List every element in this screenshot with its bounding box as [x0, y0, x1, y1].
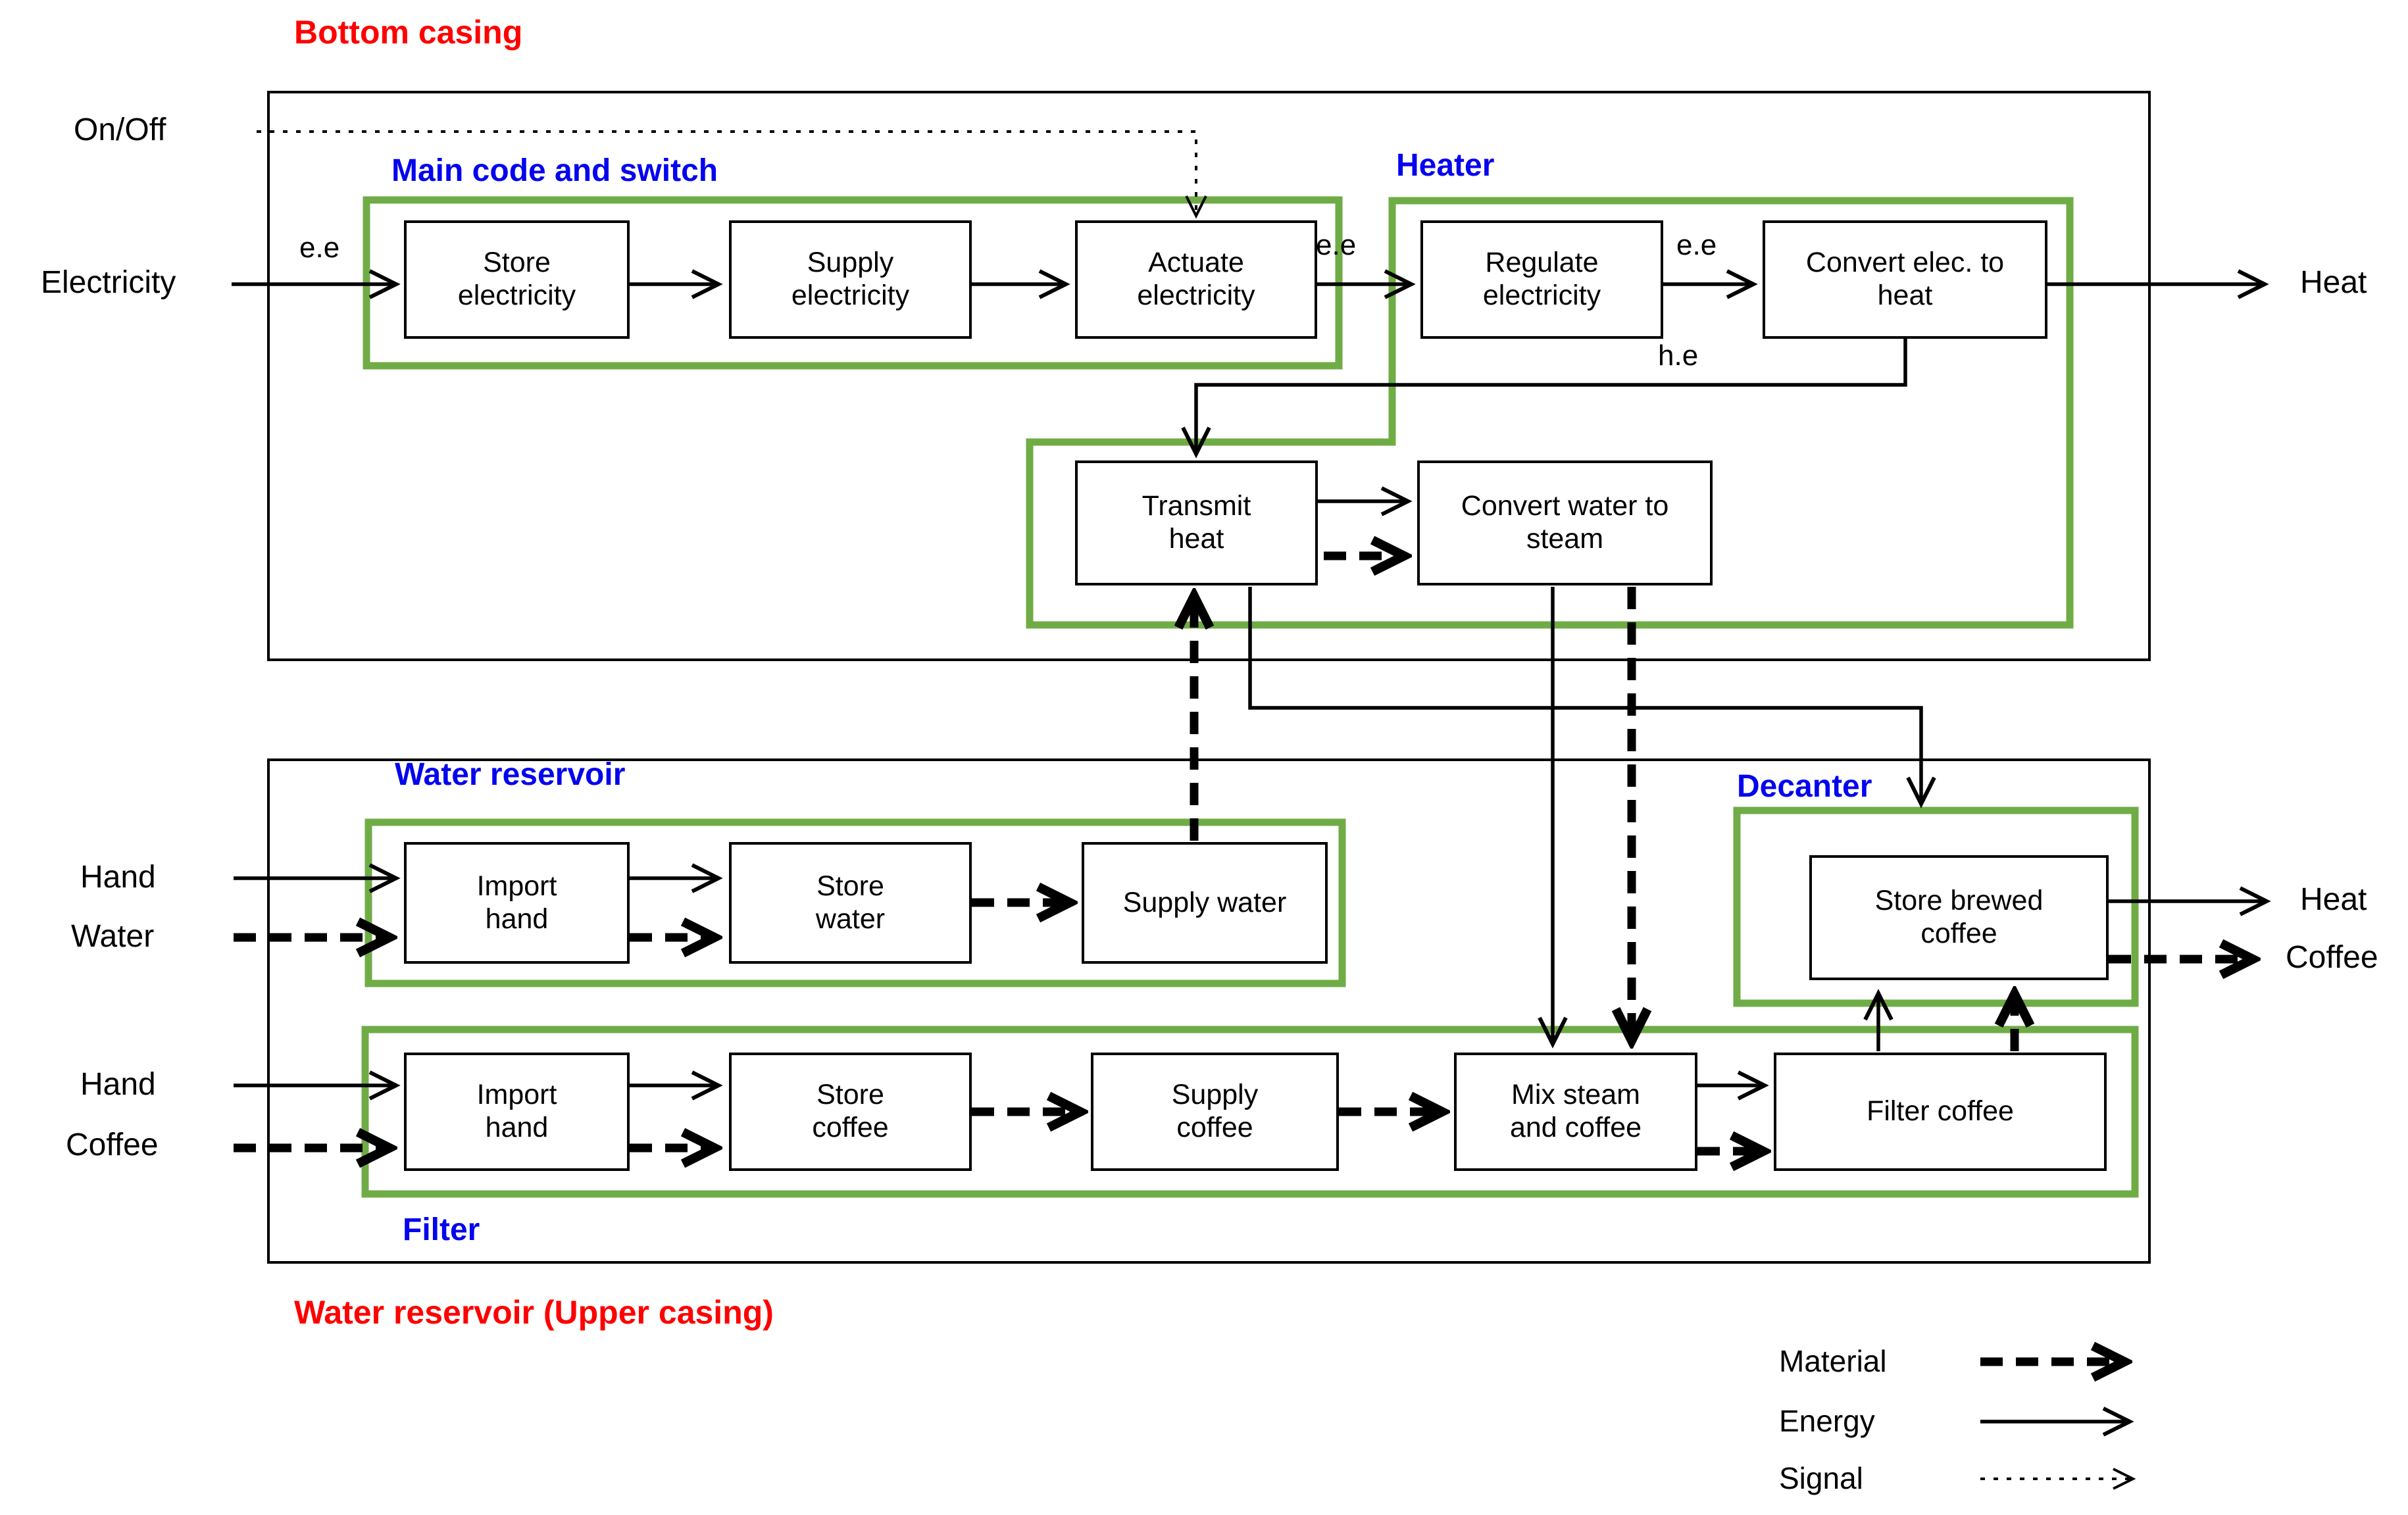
block-store-water: Store water: [729, 842, 972, 964]
block-label: Store brewed coffee: [1874, 885, 2044, 949]
block-label: Transmit heat: [1141, 490, 1251, 555]
bottom-casing-label: Bottom casing: [294, 14, 523, 51]
block-label: Import hand: [476, 1079, 557, 1143]
group-label-decanter: Decanter: [1737, 769, 1872, 804]
input-label-hand-coffee: Hand: [80, 1067, 156, 1102]
flow-label-ee-input: e.e: [299, 232, 340, 264]
block-label: Import hand: [476, 870, 557, 935]
output-label-heat-top: Heat: [2300, 265, 2367, 300]
block-convert-water-to-steam: Convert water to steam: [1417, 460, 1713, 585]
block-supply-water: Supply water: [1082, 842, 1328, 964]
group-label-main-code: Main code and switch: [391, 153, 718, 188]
input-label-electricity: Electricity: [41, 265, 176, 300]
block-actuate-electricity: Actuate electricity: [1075, 220, 1317, 339]
block-label: Actuate electricity: [1137, 247, 1255, 311]
output-label-coffee: Coffee: [2286, 940, 2378, 975]
group-label-filter: Filter: [403, 1212, 480, 1247]
energy-transmit-to-decanter: [1248, 587, 1936, 808]
legend-label-material: Material: [1779, 1344, 1887, 1378]
input-label-coffee: Coffee: [66, 1128, 159, 1162]
legend-label-signal: Signal: [1779, 1461, 1863, 1495]
block-filter-coffee: Filter coffee: [1774, 1053, 2107, 1171]
block-label: Filter coffee: [1867, 1095, 2014, 1128]
upper-casing-label: Water reservoir (Upper casing): [294, 1294, 774, 1331]
legend-label-energy: Energy: [1779, 1404, 1875, 1438]
energy-he-to-transmit: [1181, 339, 1907, 459]
block-store-electricity: Store electricity: [404, 220, 630, 339]
block-supply-electricity: Supply electricity: [729, 220, 972, 339]
input-label-hand-water: Hand: [80, 860, 156, 895]
block-import-hand-water: Import hand: [404, 842, 630, 964]
block-label: Store water: [815, 870, 886, 935]
block-store-brewed-coffee: Store brewed coffee: [1809, 855, 2109, 980]
block-label: Supply water: [1122, 886, 1287, 918]
group-box-filter: [361, 1026, 2139, 1198]
output-label-heat-decanter: Heat: [2300, 882, 2367, 917]
block-label: Supply coffee: [1171, 1079, 1259, 1143]
group-outlines: [361, 196, 2139, 1198]
energy-lines: [232, 269, 2271, 1437]
block-label: Store electricity: [457, 247, 576, 311]
block-label: Convert water to steam: [1461, 490, 1669, 555]
block-label: Supply electricity: [791, 247, 910, 311]
group-box-water-reservoir: [364, 818, 1346, 987]
flow-label-ee-actuate: e.e: [1316, 229, 1357, 261]
block-store-coffee: Store coffee: [729, 1053, 972, 1171]
block-convert-elec-to-heat: Convert elec. to heat: [1763, 220, 2047, 339]
block-transmit-heat: Transmit heat: [1075, 460, 1318, 585]
block-label: Mix steam and coffee: [1509, 1079, 1642, 1143]
group-label-heater: Heater: [1396, 148, 1495, 183]
block-label: Convert elec. to heat: [1805, 247, 2005, 311]
input-label-water: Water: [71, 919, 155, 954]
block-mix-steam-and-coffee: Mix steam and coffee: [1454, 1053, 1697, 1171]
block-label: Store coffee: [812, 1079, 889, 1143]
block-supply-coffee: Supply coffee: [1091, 1053, 1339, 1171]
block-import-hand-coffee: Import hand: [404, 1053, 630, 1171]
casing-outlines: [267, 91, 2151, 1264]
flow-label-ee-regulate: e.e: [1676, 229, 1717, 261]
input-label-onoff: On/Off: [74, 112, 166, 147]
block-label: Regulate electricity: [1482, 247, 1601, 311]
block-regulate-electricity: Regulate electricity: [1420, 220, 1663, 339]
bottom-casing-box: [267, 91, 2151, 661]
upper-casing-box: [267, 758, 2151, 1264]
group-label-water-reservoir: Water reservoir: [395, 757, 626, 792]
material-lines: [234, 556, 2250, 1362]
group-box-heater: [1026, 197, 2074, 629]
group-box-decanter: [1733, 807, 2139, 1007]
flow-label-he: h.e: [1658, 339, 1699, 372]
